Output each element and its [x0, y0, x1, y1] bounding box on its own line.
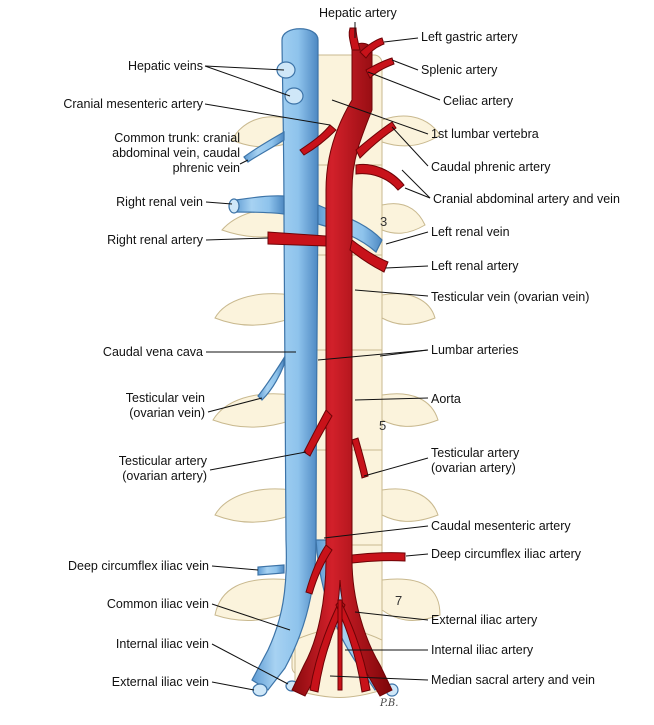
testicular-artery-right-shape	[351, 437, 369, 479]
label-right-renal-vein: Right renal vein	[116, 195, 203, 209]
label-testicular-artery-left-line1: Testicular artery	[118, 454, 207, 468]
leader-lines	[204, 22, 441, 691]
transverse-process-l4-right	[381, 293, 436, 325]
label-left-renal-vein: Left renal vein	[431, 225, 510, 239]
label-common-trunk-line1: Common trunk: cranial	[114, 131, 240, 145]
cranial-abdominal-artery-shape	[355, 163, 405, 191]
testicular-artery-left-shape	[303, 409, 333, 457]
deep-circumflex-iliac-vein-shape	[257, 564, 285, 576]
vertebra-number-7: 7	[395, 593, 402, 608]
label-deep-circumflex-iliac-vein: Deep circumflex iliac vein	[67, 559, 209, 573]
label-testicular-artery-right-line2: (ovarian artery)	[431, 461, 516, 475]
label-testicular-vein-left-line1: Testicular vein	[125, 391, 205, 405]
label-common-iliac-vein: Common iliac vein	[106, 597, 209, 611]
vertebra-number-5: 5	[379, 418, 386, 433]
transverse-process-l5-right	[381, 393, 439, 427]
caudal-phrenic-artery-shape	[355, 121, 397, 159]
label-left-gastric-artery: Left gastric artery	[421, 30, 518, 44]
label-common-trunk-line2: abdominal vein, caudal	[112, 146, 240, 160]
label-common-trunk-line3: phrenic vein	[172, 161, 240, 175]
label-internal-iliac-artery: Internal iliac artery	[431, 643, 534, 657]
label-median-sacral: Median sacral artery and vein	[431, 673, 595, 687]
median-sacral-artery-shape	[337, 599, 343, 691]
label-splenic-artery: Splenic artery	[421, 63, 498, 77]
vertebra-number-3: 3	[380, 214, 387, 229]
caudal-vena-cava-shape	[251, 28, 319, 691]
hepatic-vein-opening-2	[284, 87, 304, 105]
label-hepatic-veins: Hepatic veins	[127, 59, 203, 73]
transverse-process-l5-left	[212, 393, 293, 428]
internal-iliac-artery-left-shape	[309, 599, 346, 693]
deep-circumflex-iliac-artery-shape	[351, 552, 406, 564]
caudal-mesenteric-artery-shape	[305, 544, 333, 595]
arterial-system	[267, 27, 406, 697]
label-celiac-artery: Celiac artery	[443, 94, 514, 108]
right-renal-vein-shape	[233, 195, 285, 215]
common-trunk-vein-shape	[243, 130, 285, 163]
label-deep-circumflex-iliac-artery: Deep circumflex iliac artery	[431, 547, 582, 561]
transverse-process-l3-right	[381, 203, 426, 234]
label-caudal-phrenic-artery: Caudal phrenic artery	[431, 160, 551, 174]
left-gastric-artery-shape	[359, 37, 385, 59]
label-hepatic-artery: Hepatic artery	[319, 6, 397, 20]
label-lumbar-arteries: Lumbar arteries	[431, 343, 519, 357]
transverse-process-l6-left	[214, 488, 293, 523]
label-cranial-mesenteric-artery: Cranial mesenteric artery	[63, 97, 203, 111]
label-testicular-artery-right-line1: Testicular artery	[431, 446, 520, 460]
hepatic-artery-shape	[348, 27, 361, 51]
testicular-vein-left-shape	[257, 355, 285, 401]
transverse-process-l1-right	[381, 115, 441, 147]
label-caudal-vena-cava: Caudal vena cava	[102, 345, 203, 359]
transverse-process-l6-right	[381, 488, 439, 522]
label-aorta: Aorta	[431, 392, 461, 406]
internal-iliac-artery-right-shape	[335, 599, 371, 693]
transverse-process-l4-left	[214, 293, 293, 326]
label-testicular-vein-left-line2: (ovarian vein)	[129, 406, 205, 420]
artist-signature: P.B.	[379, 698, 398, 709]
label-left-renal-artery: Left renal artery	[431, 259, 519, 273]
right-renal-vein-opening	[228, 198, 240, 214]
label-caudal-mesenteric-artery: Caudal mesenteric artery	[431, 519, 571, 533]
label-internal-iliac-vein: Internal iliac vein	[115, 637, 209, 651]
transverse-process-l7-left	[214, 578, 293, 621]
right-renal-artery-shape	[267, 231, 327, 247]
label-testicular-artery-left-line2: (ovarian artery)	[122, 469, 207, 483]
label-cranial-abdominal-artery-vein: Cranial abdominal artery and vein	[433, 192, 620, 206]
cranial-mesenteric-artery-shape	[299, 124, 337, 156]
label-right-renal-artery: Right renal artery	[107, 233, 203, 247]
label-testicular-vein-right: Testicular vein (ovarian vein)	[431, 290, 590, 304]
external-iliac-vein-opening	[252, 683, 268, 697]
label-external-iliac-vein: External iliac vein	[111, 675, 209, 689]
label-1st-lumbar-vertebra: 1st lumbar vertebra	[431, 127, 539, 141]
left-renal-artery-shape	[349, 239, 389, 273]
label-external-iliac-artery: External iliac artery	[431, 613, 538, 627]
